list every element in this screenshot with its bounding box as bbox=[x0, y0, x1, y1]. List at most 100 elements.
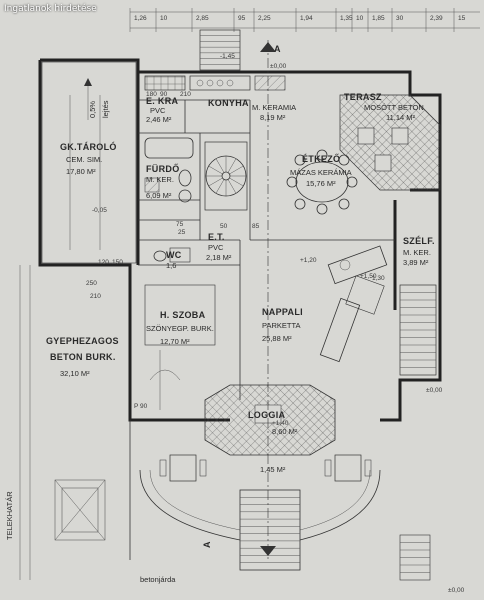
top-dimension-value: 2,39 bbox=[430, 15, 443, 22]
loggia-area: 8,60 M² bbox=[272, 427, 298, 436]
top-dimension-value: 30 bbox=[396, 15, 404, 22]
bathroom-name: FÜRDŐ bbox=[146, 163, 180, 174]
level-loggia: +1,40 bbox=[272, 420, 289, 427]
top-dimension-value: 1,35 bbox=[340, 15, 353, 22]
interior-walls bbox=[138, 99, 395, 400]
entrance-stairs-top bbox=[199, 29, 241, 71]
dining-floor: MÁZAS KERÁMIA bbox=[290, 168, 352, 177]
kitchen-area: 8,19 M² bbox=[260, 113, 286, 122]
dining-chair bbox=[338, 198, 350, 210]
loggia-name: LOGGIA bbox=[248, 410, 285, 420]
living-name: NAPPALI bbox=[262, 307, 303, 317]
top-dimension-value: 95 bbox=[238, 15, 246, 22]
level-top: ±0,00 bbox=[270, 63, 287, 70]
level-bottom-right: ±0,00 bbox=[448, 587, 465, 594]
loggia-tiles bbox=[204, 384, 336, 456]
storage-name: SZÉLF. bbox=[403, 236, 435, 246]
wc-area: 1,6 bbox=[166, 261, 176, 270]
small-dimension: 210 bbox=[180, 91, 191, 98]
garage-name: GK.TÁROLÓ bbox=[60, 141, 117, 152]
spiral-staircase bbox=[204, 141, 248, 211]
dining-chair bbox=[338, 154, 350, 166]
top-dimension-value: 10 bbox=[160, 15, 168, 22]
small-dimension: 50 bbox=[220, 223, 228, 230]
terrace-area: 11,14 M² bbox=[386, 113, 416, 122]
driveway bbox=[19, 265, 131, 580]
room-labels: GK.TÁROLÓ CEM. SIM. 17,80 M² 0,5% lejtés… bbox=[46, 92, 435, 474]
corner-stairs bbox=[399, 534, 431, 581]
kamra-name: E. KRA bbox=[146, 96, 179, 106]
top-dimension-value: 1,94 bbox=[300, 15, 313, 22]
bedroom-name: H. SZOBA bbox=[160, 310, 206, 320]
kitchen-floor: M. KERAMIA bbox=[252, 103, 296, 112]
terrace-floor: MOSÓTT BETON bbox=[364, 103, 424, 112]
front-stairs bbox=[239, 489, 301, 571]
front-area: 1,45 M² bbox=[260, 465, 286, 474]
dining-chair bbox=[294, 198, 306, 210]
dining-area: 15,76 M² bbox=[306, 179, 336, 188]
bedroom-bed bbox=[144, 284, 216, 410]
dining-chair bbox=[286, 176, 298, 188]
dining-chair bbox=[316, 203, 328, 215]
section-markers bbox=[260, 40, 276, 560]
section-a-top: A bbox=[274, 44, 281, 54]
small-dimension: 120 bbox=[98, 259, 109, 266]
annotation-labels: A A TELEKHATÁR betonjárda ±0,00 ±0,00 ±0… bbox=[5, 44, 465, 594]
small-dimension: 250 bbox=[86, 280, 97, 287]
small-dimension: 150 bbox=[112, 259, 123, 266]
kamra-floor: PVC bbox=[150, 106, 166, 115]
small-dimension: 180 bbox=[146, 91, 157, 98]
ramp-slope-value: 0,5% bbox=[88, 101, 97, 118]
hall-area: 2,18 M² bbox=[206, 253, 232, 262]
bathroom-fixtures bbox=[144, 137, 194, 203]
living-sofas bbox=[319, 245, 388, 363]
small-dimension: 75 bbox=[176, 221, 184, 228]
kitchen-counter bbox=[144, 75, 286, 91]
top-dimension-value: 15 bbox=[458, 15, 466, 22]
kitchen-name: KONYHA bbox=[208, 98, 249, 108]
top-dimension-value: 2,25 bbox=[258, 15, 271, 22]
dining-chair bbox=[346, 176, 358, 188]
storage-floor: M. KER. bbox=[403, 248, 431, 257]
level-right: ±0,00 bbox=[426, 387, 443, 394]
small-dimension: 210 bbox=[90, 293, 101, 300]
small-dimension: 85 bbox=[252, 223, 260, 230]
small-dimension: 90 bbox=[160, 91, 168, 98]
top-dimension-value: 2,85 bbox=[196, 15, 209, 22]
bedroom-floor: SZÖNYEGP. BURK. bbox=[146, 324, 214, 333]
bathroom-floor: M. KER. bbox=[146, 175, 174, 184]
side-stairs bbox=[399, 284, 437, 376]
hall-floor: PVC bbox=[208, 243, 224, 252]
wc-fixtures bbox=[153, 247, 191, 263]
level-living: +1,20 bbox=[300, 257, 317, 264]
garage bbox=[41, 61, 137, 264]
dining-chair bbox=[316, 149, 328, 161]
section-a-bottom: A bbox=[202, 541, 212, 548]
front-terrace bbox=[139, 454, 381, 541]
bedroom-area: 12,70 M² bbox=[160, 337, 190, 346]
ramp-slope-label: lejtés bbox=[101, 100, 110, 118]
top-dimension-value: 10 bbox=[356, 15, 364, 22]
level-stairs: -1,45 bbox=[220, 53, 235, 60]
terrace-name: TERASZ bbox=[344, 92, 382, 102]
small-dimension: 25 bbox=[178, 229, 186, 236]
small-dimension: 1,30 bbox=[372, 275, 385, 282]
hall-name: E.T. bbox=[208, 232, 225, 242]
storage-area: 3,89 M² bbox=[403, 258, 429, 267]
plot-boundary-label: TELEKHATÁR bbox=[5, 491, 14, 540]
top-dimension-value: 1,26 bbox=[134, 15, 147, 22]
garage-floor: CEM. SIM. bbox=[66, 155, 102, 164]
terrace-tiles bbox=[339, 94, 441, 191]
lawn-name: GYEPHEZAGOS bbox=[46, 336, 119, 346]
lawn-area: 32,10 M² bbox=[60, 369, 90, 378]
watermark: Ingatlanok hirdetése bbox=[4, 4, 97, 14]
top-dimension-value: 1,85 bbox=[372, 15, 385, 22]
bathroom-area: 6,09 M² bbox=[146, 191, 172, 200]
small-dimension: P 90 bbox=[134, 403, 148, 410]
dining-table bbox=[286, 149, 358, 215]
level-garage: -0,05 bbox=[92, 207, 107, 214]
garage-area: 17,80 M² bbox=[66, 167, 96, 176]
